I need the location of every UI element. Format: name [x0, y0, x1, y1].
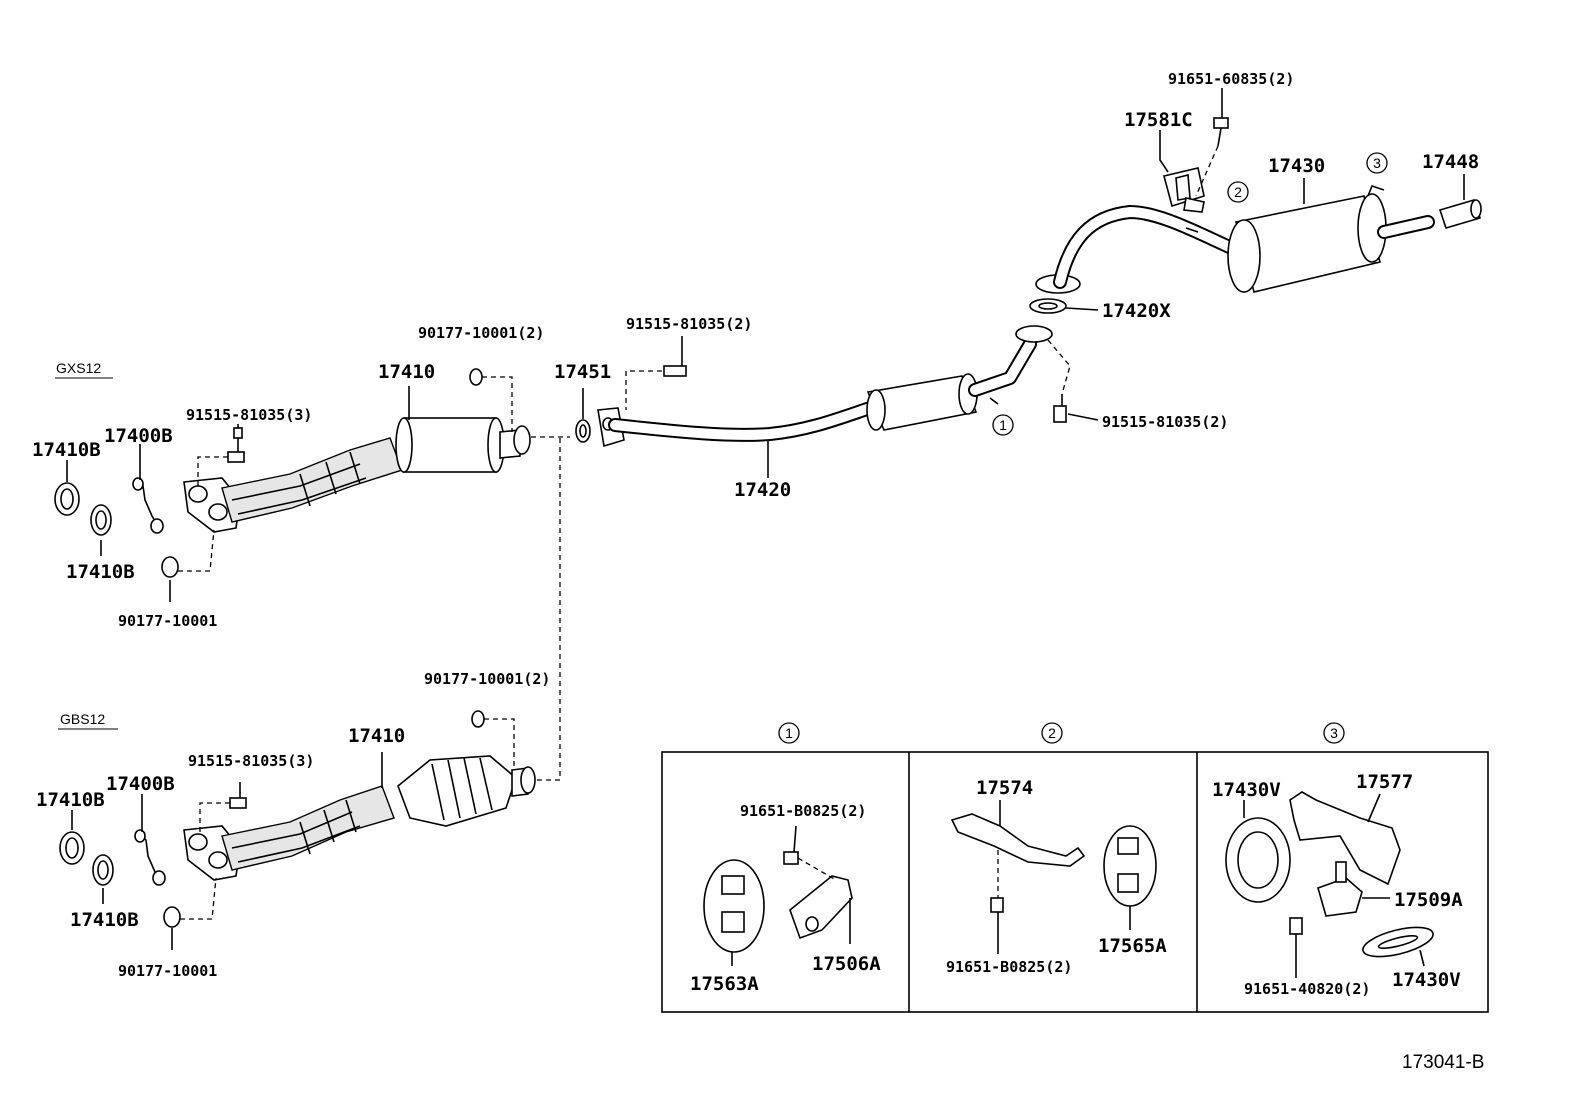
tail-tip-17448 — [1438, 199, 1482, 229]
label-17448: 17448 — [1422, 151, 1479, 173]
label-91515-right: 91515-81035(2) — [1102, 413, 1228, 431]
label-17563a: 17563A — [690, 973, 759, 995]
mount-17509a — [1317, 861, 1363, 917]
label-91651-b0825-2: 91651-B0825(2) — [946, 958, 1072, 976]
gasket-17451 — [575, 419, 591, 443]
front-pipe-assembly-top — [183, 417, 531, 533]
bolt-91515-right — [1053, 394, 1067, 423]
label-17430: 17430 — [1268, 155, 1325, 177]
label-17420: 17420 — [734, 479, 791, 501]
label-91515-bottom-3: 91515-81035(3) — [188, 752, 314, 770]
label-17577: 17577 — [1356, 771, 1413, 793]
variant-label-top: GXS12 — [56, 360, 101, 376]
svg-text:1: 1 — [785, 725, 793, 741]
label-90177-top: 90177-10001 — [118, 612, 217, 630]
gasket-17410b-top-2 — [90, 504, 112, 536]
label-17400b-bottom: 17400B — [106, 773, 175, 795]
nut-90177-top-lower — [161, 556, 179, 578]
gasket-17430v-large — [1225, 817, 1291, 903]
svg-text:2: 2 — [1048, 725, 1056, 741]
label-90177-top-2: 90177-10001(2) — [418, 324, 544, 342]
front-pipe-assembly-bottom — [183, 755, 536, 881]
variant-label-bottom: GBS12 — [60, 711, 105, 727]
diagram-code: 173041-B — [1402, 1052, 1484, 1073]
center-pipe-17420 — [597, 325, 1053, 448]
label-17565a: 17565A — [1098, 935, 1167, 957]
nut-90177-bottom-lower — [163, 906, 181, 928]
bolt-91651-b0825-detail1 — [783, 851, 799, 865]
label-91515-top-3: 91515-81035(3) — [186, 406, 312, 424]
label-17400b-top: 17400B — [104, 425, 173, 447]
label-17430v-1: 17430V — [1212, 779, 1281, 801]
detail-frame — [661, 751, 1489, 1013]
oxygen-sensor-bottom — [134, 829, 166, 886]
gasket-17410b-bot-1 — [59, 831, 85, 865]
bolt-91651-60835 — [1213, 117, 1229, 147]
label-17410b-bot-1: 17410B — [36, 789, 105, 811]
label-17410-top: 17410 — [378, 361, 435, 383]
bracket-17506a — [789, 875, 853, 940]
callout-3-main: 3 — [1366, 152, 1388, 174]
label-17506a: 17506A — [812, 953, 881, 975]
svg-text:2: 2 — [1234, 184, 1242, 200]
label-90177-bottom: 90177-10001 — [118, 962, 217, 980]
svg-text:3: 3 — [1330, 725, 1338, 741]
label-91651-40820: 91651-40820(2) — [1244, 980, 1370, 998]
bolt-91651-40820 — [1289, 917, 1303, 935]
bolt-91651-b0825-detail2 — [990, 897, 1004, 913]
label-90177-bottom-2: 90177-10001(2) — [424, 670, 550, 688]
rubber-hanger-17563a — [703, 859, 765, 953]
label-91651-b0825-1: 91651-B0825(2) — [740, 802, 866, 820]
gasket-17410b-top-1 — [54, 482, 80, 516]
label-91651-60835: 91651-60835(2) — [1168, 70, 1294, 88]
bolt-91515-bottom — [229, 782, 247, 809]
callout-1-main: 1 — [992, 414, 1014, 436]
bolt-91515-mid — [663, 336, 687, 377]
label-91515-mid: 91515-81035(2) — [626, 315, 752, 333]
svg-text:1: 1 — [999, 417, 1007, 433]
label-17410-bottom: 17410 — [348, 725, 405, 747]
label-17451: 17451 — [554, 361, 611, 383]
callout-2-detail: 2 — [1041, 722, 1063, 744]
callout-3-detail: 3 — [1323, 722, 1345, 744]
nut-90177-bottom-upper — [471, 710, 485, 728]
label-17410b-top-1: 17410B — [32, 439, 101, 461]
callout-2-main: 2 — [1227, 181, 1249, 203]
label-17574: 17574 — [976, 777, 1033, 799]
label-17410b-bot-2: 17410B — [70, 909, 139, 931]
callout-1-detail: 1 — [778, 722, 800, 744]
hanger-17581c — [1163, 167, 1205, 213]
label-17581c: 17581C — [1124, 109, 1193, 131]
label-17410b-top-2: 17410B — [66, 561, 135, 583]
label-17430v-2: 17430V — [1392, 969, 1461, 991]
gasket-17430v-small — [1362, 926, 1434, 958]
gasket-17410b-bot-2 — [92, 854, 114, 886]
bracket-17574 — [950, 813, 1086, 867]
bracket-17577 — [1289, 791, 1401, 886]
rubber-hanger-17565a — [1103, 825, 1157, 907]
gasket-17420x — [1029, 298, 1067, 314]
label-17420x: 17420X — [1102, 300, 1171, 322]
nut-90177-top-upper — [469, 368, 483, 386]
bolt-91515-top — [227, 427, 245, 463]
label-17509a: 17509A — [1394, 889, 1463, 911]
svg-text:3: 3 — [1373, 155, 1381, 171]
oxygen-sensor-top — [132, 477, 164, 534]
tailpipe-assembly-17430 — [1035, 185, 1435, 294]
